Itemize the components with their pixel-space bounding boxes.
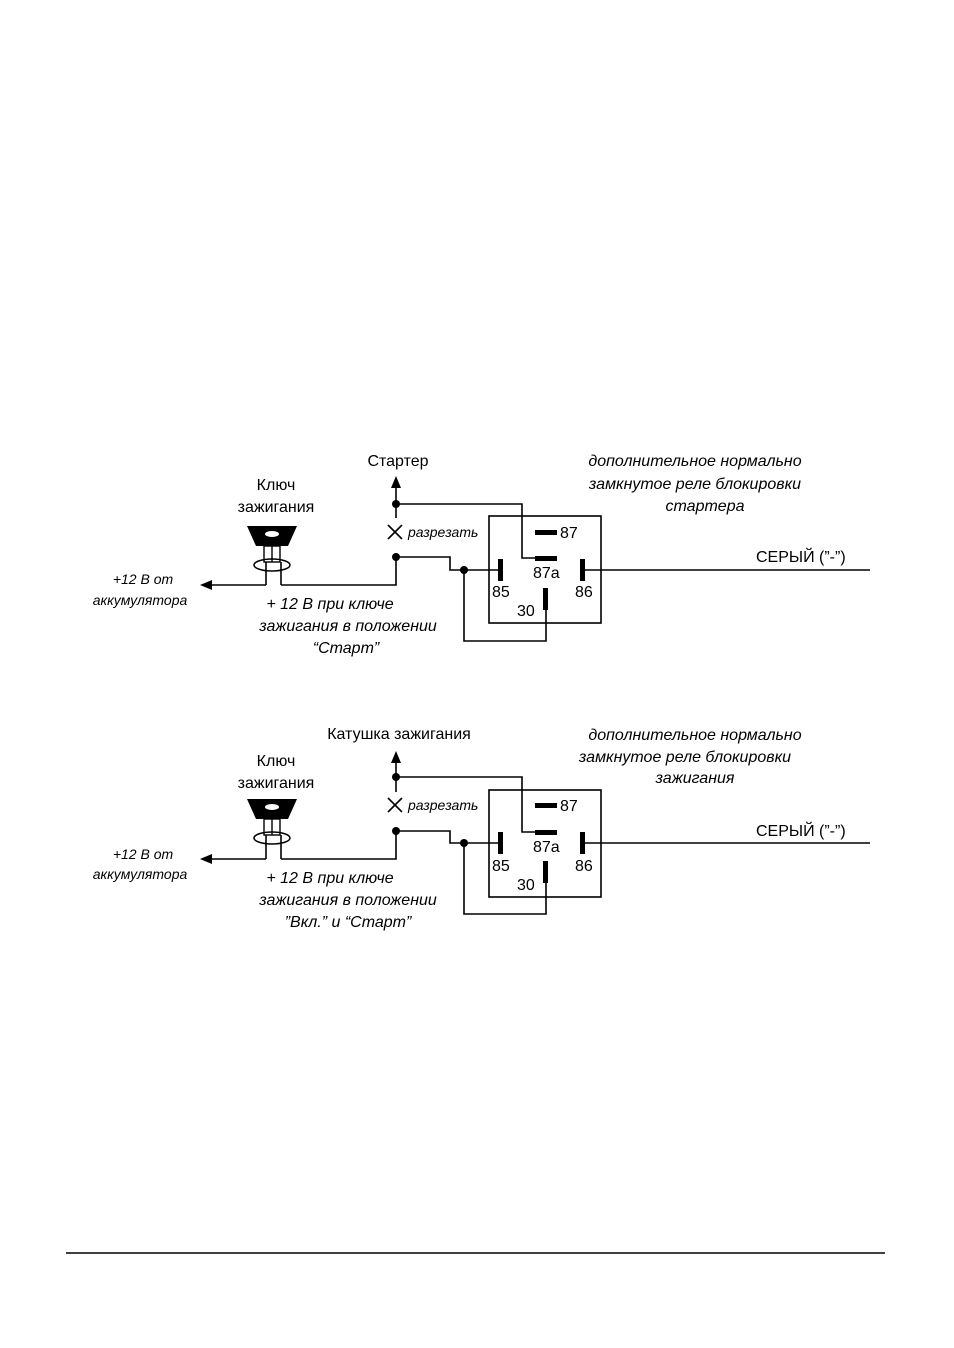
pin-87a-label: 87a: [533, 565, 560, 582]
start-wire: [281, 558, 397, 586]
battery-label-line-1: +12 В от: [113, 571, 174, 587]
ignition-key-label-line-2: зажигания: [238, 775, 315, 792]
ignition-key-label-line-2: зажигания: [238, 499, 315, 516]
ignition-key-icon: [247, 526, 297, 585]
pin-85-label: 85: [492, 584, 510, 601]
note-line-3: ”Вкл.” и “Старт”: [285, 914, 412, 931]
pin-30-label: 30: [517, 877, 535, 894]
pin-86-label: 86: [575, 858, 593, 875]
relay-description-line-1: дополнительное нормально: [588, 453, 801, 470]
note-line-1: + 12 В при ключе: [266, 596, 393, 613]
relay-description-line-3: зажигания: [655, 770, 735, 787]
pin-86: [580, 832, 585, 854]
diagram-starter-block: Стартер дополнительное нормально замкнут…: [93, 453, 870, 657]
relay-description-line-2: замкнутое реле блокировки: [588, 476, 801, 493]
relay-description-line-1: дополнительное нормально: [588, 727, 801, 744]
target-label: Катушка зажигания: [327, 726, 471, 743]
ignition-key-label-line-1: Ключ: [257, 477, 296, 494]
relay-description-line-3: стартера: [666, 498, 745, 515]
starter-arrow-icon: [391, 476, 401, 488]
cut-label: разрезать: [407, 524, 478, 540]
wire-to-relay-node: [396, 556, 464, 571]
note-line-1: + 12 В при ключе: [266, 870, 393, 887]
ground-label: СЕРЫЙ (”-”): [756, 821, 846, 840]
ignition-key-label-line-1: Ключ: [257, 753, 296, 770]
ignition-key-icon: [247, 799, 297, 859]
note-line-2: зажигания в положении: [258, 618, 437, 635]
pin-87a-label: 87a: [533, 839, 560, 856]
pin-30-label: 30: [517, 603, 535, 620]
pin-87-label: 87: [560, 798, 578, 815]
pin-85: [498, 832, 503, 854]
note-line-2: зажигания в положении: [258, 892, 437, 909]
battery-arrow-icon: [200, 854, 212, 864]
cut-mark-icon: [387, 797, 403, 813]
pin-85-label: 85: [492, 858, 510, 875]
pin-86: [580, 559, 585, 581]
pin-87: [535, 803, 557, 808]
battery-label-line-2: аккумулятора: [93, 866, 188, 882]
ground-label: СЕРЫЙ (”-”): [756, 547, 846, 566]
cut-mark-icon: [387, 524, 403, 540]
pin-30: [543, 588, 548, 610]
battery-label-line-1: +12 В от: [113, 846, 174, 862]
battery-label-line-2: аккумулятора: [93, 592, 188, 608]
wire-to-87a: [396, 503, 538, 559]
battery-arrow-icon: [200, 580, 212, 590]
pin-87a: [535, 556, 557, 561]
ignition-wire: [281, 832, 397, 860]
pin-87: [535, 530, 557, 535]
note-line-3: “Старт”: [313, 640, 380, 657]
pin-85: [498, 559, 503, 581]
diagram-ignition-block: Катушка зажигания дополнительное нормаль…: [93, 726, 870, 931]
target-label: Стартер: [367, 453, 428, 470]
pin-86-label: 86: [575, 584, 593, 601]
pin-87a: [535, 830, 557, 835]
coil-arrow-icon: [391, 751, 401, 763]
cut-label: разрезать: [407, 797, 478, 813]
pin-30: [543, 861, 548, 883]
relay-description-line-2: замкнутое реле блокировки: [578, 749, 791, 766]
wire-to-87a: [396, 776, 538, 833]
pin-87-label: 87: [560, 525, 578, 542]
wire-to-relay-node: [396, 830, 464, 844]
